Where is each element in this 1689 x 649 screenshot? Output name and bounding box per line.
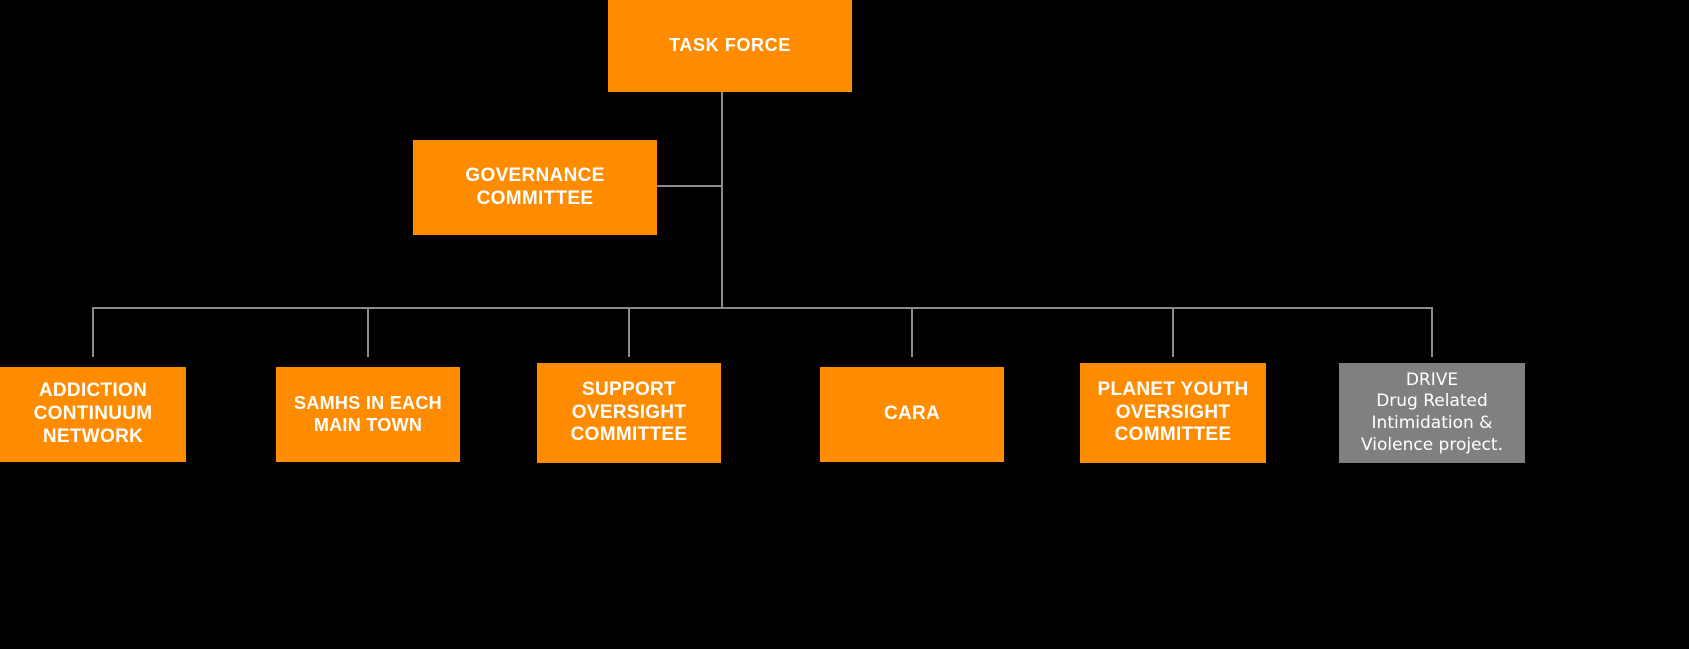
node-governance-committee-line2: COMMITTEE — [476, 187, 594, 209]
connector-drop-support-oversight-committee — [628, 307, 630, 357]
connector-bus-horizontal — [93, 307, 1432, 309]
node-drive-label: DRIVE Drug Related Intimidation & Violen… — [1339, 370, 1525, 457]
line-1: SAMHS IN EACH — [294, 392, 442, 413]
line-4: Violence project. — [1361, 434, 1503, 455]
node-support-oversight-committee-label: SUPPORT OVERSIGHT COMMITTEE — [537, 379, 721, 447]
node-support-oversight-committee[interactable]: SUPPORT OVERSIGHT COMMITTEE — [537, 363, 721, 463]
connector-trunk-vertical — [721, 92, 723, 308]
line-1: ADDICTION — [38, 380, 148, 402]
line-1: SUPPORT — [582, 378, 676, 400]
line-1: DRIVE — [1405, 369, 1459, 390]
node-planet-youth-oversight-committee-label: PLANET YOUTH OVERSIGHT COMMITTEE — [1080, 379, 1266, 447]
line-3: COMMITTEE — [570, 424, 688, 446]
line-2: OVERSIGHT — [571, 401, 687, 423]
node-governance-committee-line1: GOVERNANCE — [465, 164, 605, 186]
node-governance-committee-label: GOVERNANCE COMMITTEE — [413, 165, 657, 211]
connector-drop-samhs-in-each-main-town — [367, 307, 369, 357]
connector-drop-addiction-continuum-network — [92, 307, 94, 357]
node-drive[interactable]: DRIVE Drug Related Intimidation & Violen… — [1339, 363, 1525, 463]
node-addiction-continuum-network-label: ADDICTION CONTINUUM NETWORK — [0, 380, 186, 448]
connector-governance-horizontal — [657, 185, 722, 187]
connector-drop-drive — [1431, 307, 1433, 357]
node-task-force-label: TASK FORCE — [669, 35, 791, 56]
node-addiction-continuum-network[interactable]: ADDICTION CONTINUUM NETWORK — [0, 367, 186, 462]
line-2: MAIN TOWN — [313, 414, 423, 435]
node-samhs-in-each-main-town[interactable]: SAMHS IN EACH MAIN TOWN — [276, 367, 460, 462]
node-task-force[interactable]: TASK FORCE — [608, 0, 852, 92]
node-planet-youth-oversight-committee[interactable]: PLANET YOUTH OVERSIGHT COMMITTEE — [1080, 363, 1266, 463]
node-cara[interactable]: CARA — [820, 367, 1004, 462]
node-samhs-in-each-main-town-label: SAMHS IN EACH MAIN TOWN — [276, 393, 460, 436]
connector-drop-cara — [911, 307, 913, 357]
line-3: COMMITTEE — [1114, 424, 1232, 446]
node-governance-committee[interactable]: GOVERNANCE COMMITTEE — [413, 140, 657, 235]
line-2: OVERSIGHT — [1115, 401, 1231, 423]
connector-drop-planet-youth-oversight-committee — [1172, 307, 1174, 357]
line-1: PLANET YOUTH — [1097, 378, 1249, 400]
line-2: Drug Related — [1376, 391, 1488, 412]
line-3: Intimidation & — [1371, 413, 1493, 433]
line-3: NETWORK — [42, 425, 144, 447]
line-2: CONTINUUM — [33, 403, 153, 425]
node-cara-label: CARA — [883, 403, 941, 425]
